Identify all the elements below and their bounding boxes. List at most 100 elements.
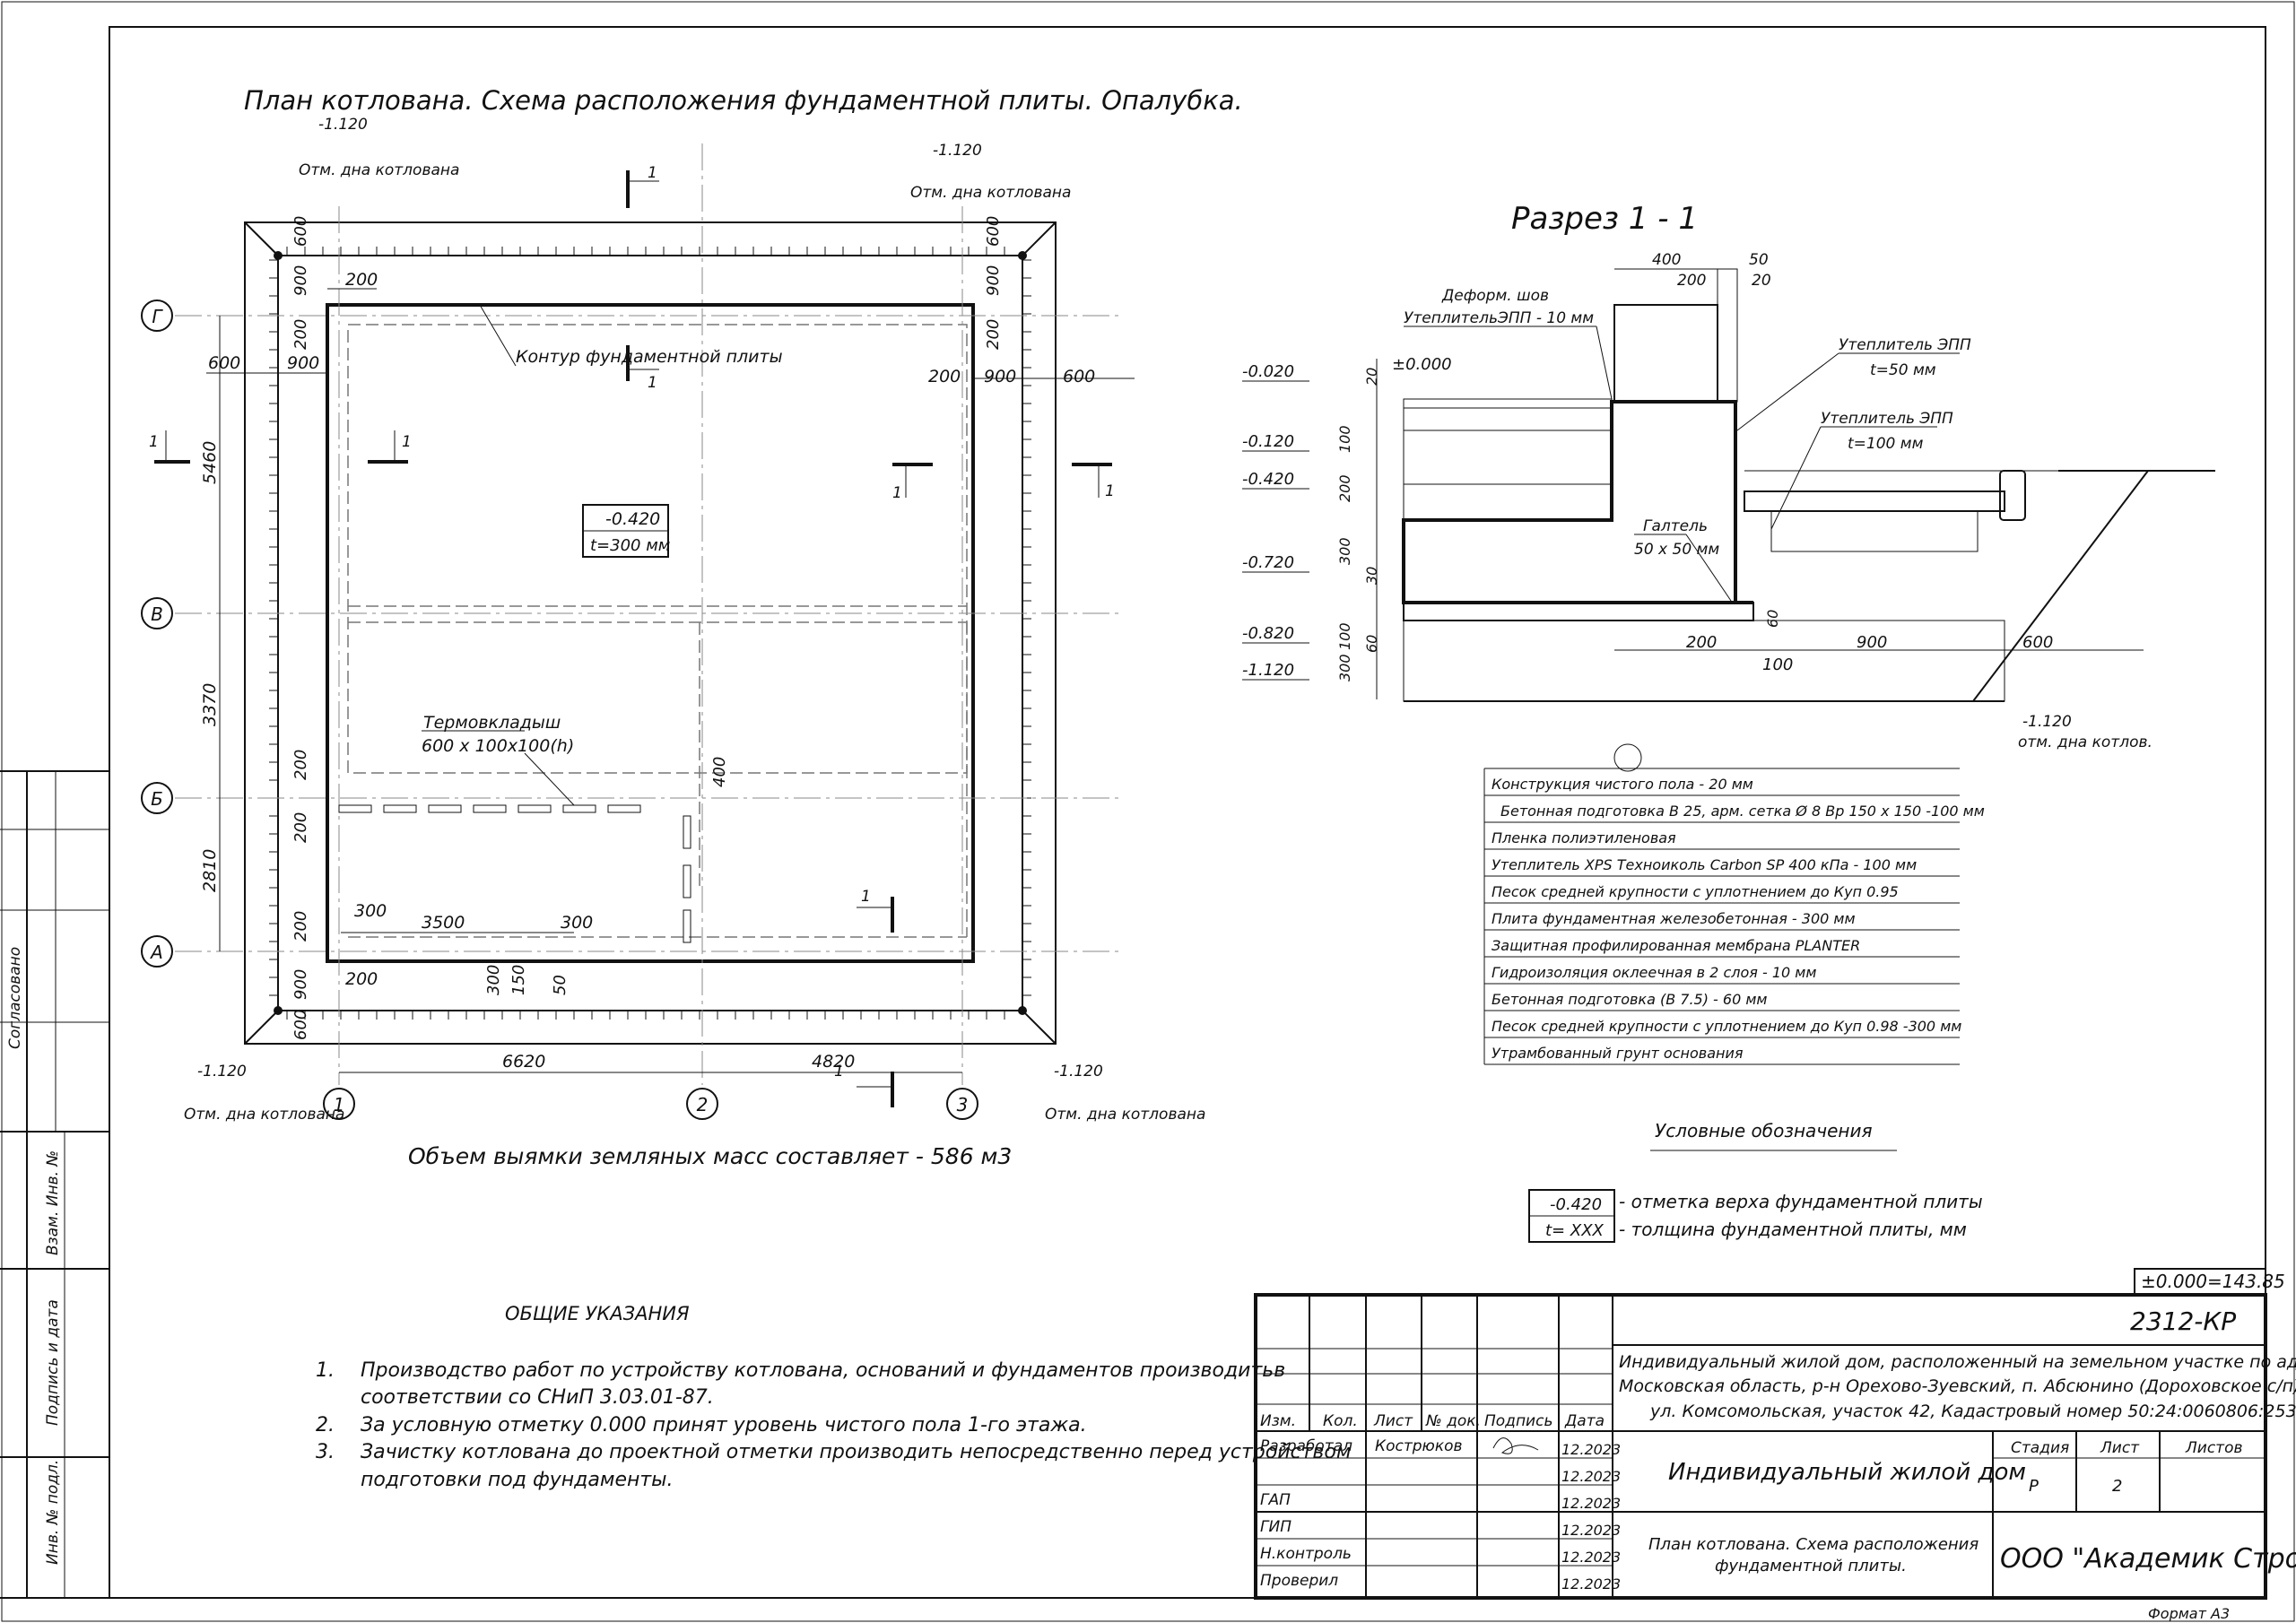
layer-row: Песок средней крупности с уплотнением до… xyxy=(1492,883,1899,900)
dim-left-300: 300 xyxy=(1336,537,1353,565)
dim-200-a: 200 xyxy=(291,911,310,942)
note-3-line2: подготовки под фундаменты. xyxy=(361,1469,674,1491)
side-stamp: Согласовано Взам. Инв. № Подпись и дата … xyxy=(0,770,109,1599)
thermo-label: Термовкладыш xyxy=(423,713,561,733)
contour-label: Контур фундаментной плиты xyxy=(516,347,783,367)
dim-200-top: 200 xyxy=(345,270,378,290)
blind-area-slab xyxy=(1744,490,2005,512)
dim-bottom-900: 900 xyxy=(1857,633,1887,652)
slope-hatch xyxy=(269,247,1031,1020)
plan-dimensions: 5460 3370 2810 6620 4820 600 900 200 900… xyxy=(200,216,1135,1073)
col-header-date: Дата xyxy=(1564,1412,1605,1430)
date-2: 12.2023 xyxy=(1561,1468,1621,1485)
elev-tr: -1.120 xyxy=(933,142,982,160)
sheet-header: Лист xyxy=(2100,1439,2140,1457)
corner-point xyxy=(1018,1006,1027,1015)
layer-row: Утеплитель XPS Техноиколь Carbon SP 400 … xyxy=(1492,856,1917,873)
blind-area-insulation xyxy=(1770,510,1979,552)
role-norm: Н.контроль xyxy=(1260,1545,1352,1563)
corner-point xyxy=(274,251,283,260)
section-mark-r1: 1 xyxy=(892,484,902,502)
col-header-sign: Подпись xyxy=(1484,1412,1552,1430)
stamp-address-2: Московская область, р-н Орехово-Зуевский… xyxy=(1619,1376,2296,1396)
level-1120: -1.120 xyxy=(1242,661,1294,680)
wall-insulation xyxy=(1717,268,1738,403)
sheet-title-2: фундаментной плиты. xyxy=(1715,1557,1907,1575)
grid-axes xyxy=(175,143,1121,1085)
axis-bubbles: Г В Б А 1 2 3 xyxy=(141,299,978,1120)
axis-label-g: Г xyxy=(152,306,163,327)
date-5: 12.2023 xyxy=(1561,1549,1621,1566)
layer-row: Гидроизоляция оклеечная в 2 слоя - 10 мм xyxy=(1492,964,1816,981)
legend-elev-desc: - отметка верха фундаментной плиты xyxy=(1619,1191,1983,1212)
stamp-code: 2312-КР xyxy=(2130,1306,2236,1336)
dim-900-bl: 900 xyxy=(291,969,310,1000)
section-mark-l2: 1 xyxy=(402,433,412,451)
legend-title: Условные обозначения xyxy=(1655,1120,1873,1141)
fillet-label: Галтель xyxy=(1643,517,1708,535)
layer-row: Плита фундаментная железобетонная - 300 … xyxy=(1492,910,1856,927)
stamp-datum: ±0.000=143.85 xyxy=(2141,1271,2285,1292)
section-dimensions: 400 200 50 20 20 100 200 300 30 100 300 … xyxy=(1336,251,2144,699)
section-marks: 1 1 1 1 1 1 1 1 xyxy=(149,164,1115,1107)
level-0000: ±0.000 xyxy=(1392,355,1452,374)
elev-bl-label: Отм. дна котлована xyxy=(184,1106,344,1124)
level-0120: -0.120 xyxy=(1242,432,1294,451)
dim-900-tl: 900 xyxy=(291,265,310,296)
thermo-inserts: Термовкладыш 600 х 100х100(h) xyxy=(338,713,691,943)
col-header-doc: № док. xyxy=(1425,1412,1481,1430)
col-header-izm: Изм. xyxy=(1260,1412,1296,1430)
axis-label-a: А xyxy=(149,942,163,963)
level-0420: -0.420 xyxy=(1242,470,1294,489)
dim-left-100: 100 xyxy=(1336,425,1353,453)
axis-label-v: В xyxy=(151,603,163,625)
dim-200-bottom: 200 xyxy=(345,969,378,989)
note-num-3: 3. xyxy=(316,1441,335,1463)
layer-row: Защитная профилированная мембрана PLANTE… xyxy=(1492,937,1860,954)
dim-200-tl: 200 xyxy=(291,319,310,350)
volume-note: Объем выямки земляных масс составляет - … xyxy=(408,1143,1012,1169)
dim-3500: 3500 xyxy=(422,913,465,933)
note-num-1: 1. xyxy=(316,1359,335,1382)
dim-600-bl: 600 xyxy=(291,1010,310,1040)
section-mark-r2: 1 xyxy=(1105,482,1115,500)
section-mark-b1: 1 xyxy=(861,888,871,906)
dim-400-v: 400 xyxy=(710,757,729,787)
sheet-value: 2 xyxy=(2112,1477,2122,1496)
dim-bottom-60: 60 xyxy=(1764,610,1781,628)
concrete-prep xyxy=(1403,407,1613,431)
dim-900-right: 900 xyxy=(984,367,1016,386)
legend-thk-desc: - толщина фундаментной плиты, мм xyxy=(1619,1219,1967,1240)
section-title: Разрез 1 - 1 xyxy=(1511,201,1698,237)
thermo-size: 600 х 100х100(h) xyxy=(422,736,574,756)
stage-value: Р xyxy=(2029,1477,2039,1496)
date-3: 12.2023 xyxy=(1561,1495,1621,1512)
dim-left-100b: 100 xyxy=(1336,622,1353,650)
insulation-1-thk: t=50 мм xyxy=(1870,361,1936,379)
dim-50-v: 50 xyxy=(551,975,570,995)
level-0720: -0.720 xyxy=(1242,553,1294,572)
foundation-slab-section xyxy=(1402,400,1737,604)
dim-200-tr: 200 xyxy=(984,319,1003,350)
layer-row: Песок средней крупности с уплотнением до… xyxy=(1492,1018,1961,1035)
legend: Условные обозначения -0.420 t= XXX - отм… xyxy=(1528,1120,1983,1243)
pit-elev: -1.120 xyxy=(2022,713,2072,731)
section-mark-mid: 1 xyxy=(648,374,657,392)
section-1-1: Разрез 1 - 1 Деформ. шов УтеплительЭПП -… xyxy=(1242,201,2215,772)
dim-bottom-600: 600 xyxy=(2022,633,2053,652)
wall-block xyxy=(1613,304,1718,403)
dim-left-20: 20 xyxy=(1363,368,1380,386)
slab-inner-dash xyxy=(347,324,968,774)
col-header-list: Лист xyxy=(1373,1412,1413,1430)
dim-bottom-200: 200 xyxy=(1686,633,1717,652)
slab-thk: t=300 мм xyxy=(590,536,670,555)
developer-name: Кострюков xyxy=(1375,1437,1463,1455)
dim-900-tr: 900 xyxy=(984,265,1003,296)
elev-tr-label: Отм. дна котлована xyxy=(910,184,1071,202)
dim-left-300b: 300 xyxy=(1336,654,1353,681)
joint-label: Деформ. шов xyxy=(1441,287,1549,305)
drawing-frame xyxy=(109,26,2266,1599)
note-1-line2: соответствии со СНиП 3.03.01-87. xyxy=(361,1386,714,1409)
